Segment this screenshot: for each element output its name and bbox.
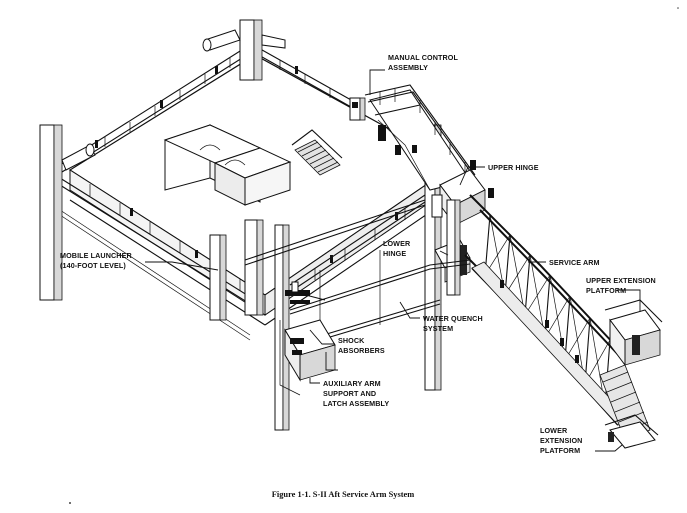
label-line: SERVICE ARM	[549, 258, 600, 267]
service-arm-truss	[446, 194, 631, 426]
label-service-arm: SERVICE ARM	[549, 258, 600, 267]
deck-stairway	[291, 129, 343, 176]
scan-speck	[69, 502, 71, 504]
shock-absorbers	[285, 281, 326, 304]
label-line: EXTENSION	[540, 436, 582, 445]
label-lower-hinge: LOWER HINGE	[383, 239, 412, 258]
label-line: SHOCK	[338, 336, 365, 345]
label-line: MOBILE LAUNCHER	[60, 251, 132, 260]
label-line: WATER QUENCH	[423, 314, 483, 323]
label-line: HINGE	[383, 249, 406, 258]
upper-walkway	[364, 84, 494, 198]
upper-extension-platform	[604, 299, 663, 367]
label-line: SYSTEM	[423, 324, 453, 333]
label-line: LOWER	[383, 239, 411, 248]
label-line: (140-FOOT LEVEL)	[60, 261, 126, 270]
label-upper-extension: UPPER EXTENSION PLATFORM	[586, 276, 658, 295]
launcher-columns	[39, 19, 442, 431]
label-line: UPPER HINGE	[488, 163, 539, 172]
label-line: ASSEMBLY	[388, 63, 428, 72]
label-upper-hinge: UPPER HINGE	[488, 163, 539, 172]
label-line: PLATFORM	[586, 286, 626, 295]
label-line: AUXILIARY ARM	[323, 379, 381, 388]
label-line: MANUAL CONTROL	[388, 53, 458, 62]
leader-lines	[145, 69, 641, 452]
label-auxiliary-arm: AUXILIARY ARM SUPPORT AND LATCH ASSEMBLY	[323, 379, 389, 408]
label-line: LATCH ASSEMBLY	[323, 399, 389, 408]
label-line: LOWER	[540, 426, 568, 435]
label-manual-control: MANUAL CONTROL ASSEMBLY	[388, 53, 460, 72]
label-line: ABSORBERS	[338, 346, 385, 355]
label-shock-absorbers: SHOCK ABSORBERS	[338, 336, 385, 355]
label-water-quench: WATER QUENCH SYSTEM	[423, 314, 485, 333]
manual-control-assembly	[349, 97, 366, 121]
label-line: UPPER EXTENSION	[586, 276, 656, 285]
deck-house	[163, 124, 292, 206]
label-line: SUPPORT AND	[323, 389, 376, 398]
scan-speck	[677, 7, 679, 9]
label-lower-extension: LOWER EXTENSION PLATFORM	[540, 426, 585, 455]
label-mobile-launcher: MOBILE LAUNCHER (140-FOOT LEVEL)	[60, 251, 134, 270]
lower-extension-platform	[599, 364, 659, 449]
figure-caption: Figure 1-1. S-II Aft Service Arm System	[272, 490, 414, 499]
callout-labels: MANUAL CONTROL ASSEMBLY UPPER HINGE LOWE…	[60, 53, 658, 455]
label-line: PLATFORM	[540, 446, 580, 455]
